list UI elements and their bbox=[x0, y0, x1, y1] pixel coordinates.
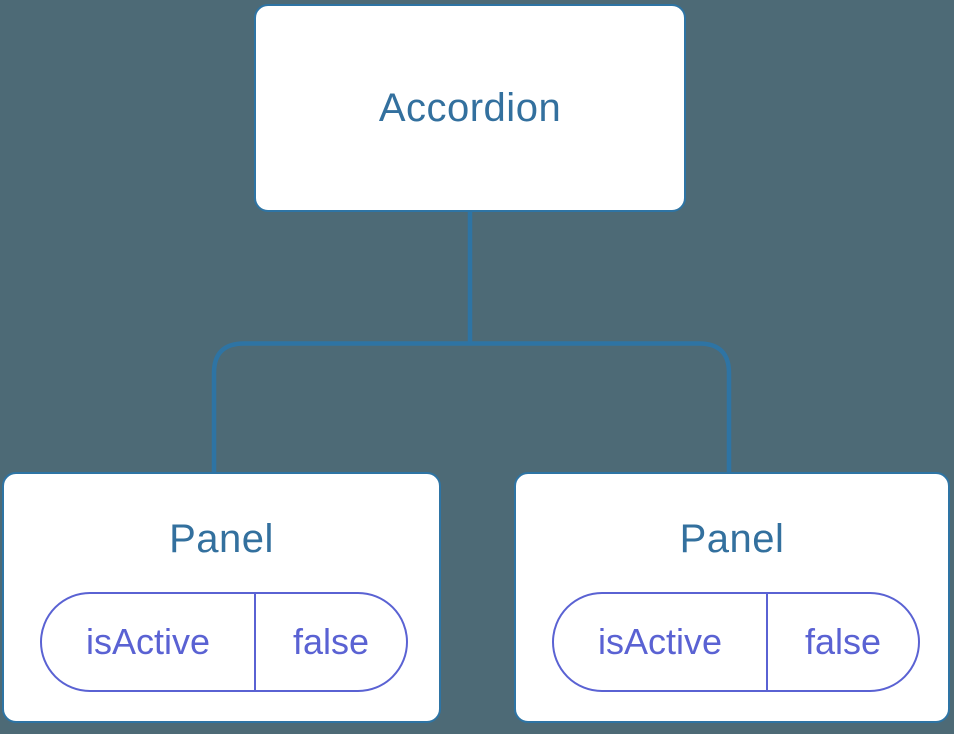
state-key-2: isActive bbox=[554, 594, 768, 690]
state-pill-2: isActive false bbox=[552, 592, 920, 692]
state-value-2: false bbox=[804, 621, 882, 662]
state-key-1: isActive bbox=[42, 594, 256, 690]
node-accordion: Accordion bbox=[254, 4, 686, 212]
node-panel-2-label: Panel bbox=[679, 517, 785, 561]
state-value-1: false bbox=[292, 621, 370, 662]
node-panel-1-label: Panel bbox=[169, 517, 274, 561]
connector-bracket bbox=[211, 341, 732, 472]
state-pill-1: isActive false bbox=[40, 592, 408, 692]
node-accordion-label: Accordion bbox=[378, 86, 562, 130]
node-panel-1: Panel isActive false bbox=[2, 472, 441, 723]
node-panel-2: Panel isActive false bbox=[514, 472, 950, 723]
